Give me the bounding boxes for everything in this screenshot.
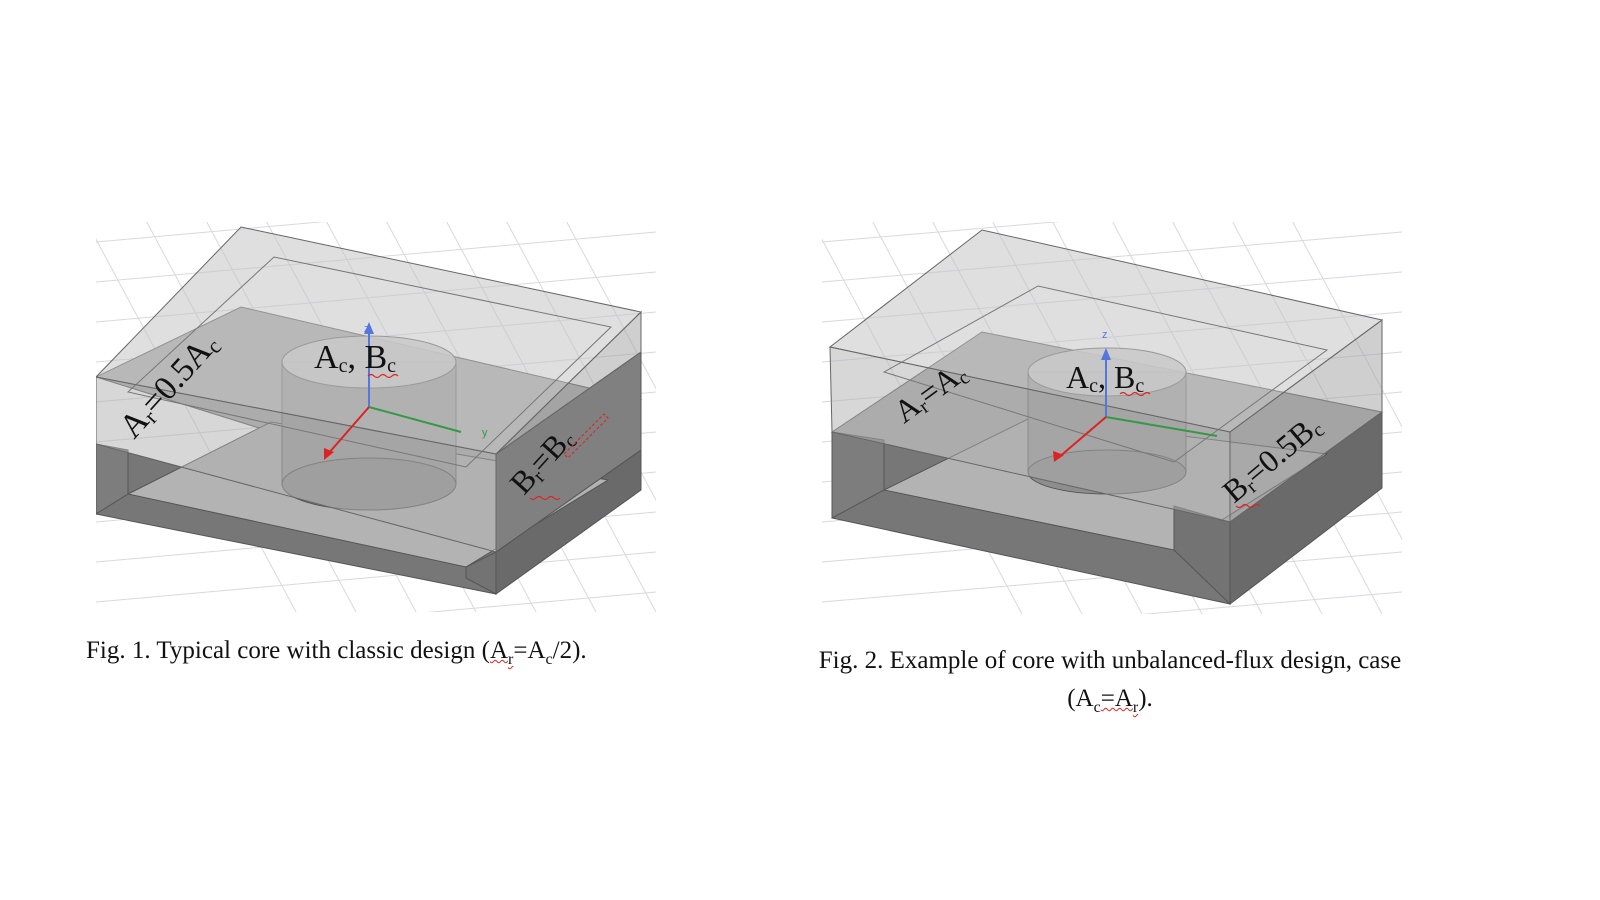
figure-1-caption: Fig. 1. Typical core with classic design… bbox=[86, 637, 587, 668]
figure-2-label-center: Ac, Bc bbox=[1066, 359, 1144, 397]
figure-2-core-render: z Ar=Ac Ac, Bc Br=0.5Bc bbox=[822, 222, 1402, 614]
figure-2-caption: Fig. 2. Example of core with unbalanced-… bbox=[770, 642, 1450, 727]
figure-2: z Ar=Ac Ac, Bc Br=0.5Bc bbox=[822, 222, 1402, 614]
figure-2-spellcheck-mark-2 bbox=[1235, 503, 1261, 509]
figure-2-caption-line-1: Fig. 2. Example of core with unbalanced-… bbox=[818, 647, 1402, 674]
figure-2-shell-side bbox=[1229, 319, 1383, 523]
figure-2-shell-inner bbox=[882, 285, 1329, 463]
figure-1-shell-front bbox=[96, 376, 497, 553]
figure-1-axis-z-label: z bbox=[364, 323, 370, 335]
figure-1-spellcheck-mark bbox=[367, 373, 399, 379]
figure-1: z y Ar=0.5Ac Ac, Bc Br=Bc bbox=[96, 222, 656, 612]
figure-1-label-center: Ac, Bc bbox=[314, 339, 396, 377]
figure-2-axis-z-label: z bbox=[1102, 329, 1108, 341]
figure-1-shell-inner bbox=[126, 256, 613, 468]
figure-1-axis-y-label: y bbox=[482, 427, 488, 439]
figure-2-spellcheck-mark bbox=[1119, 391, 1151, 397]
figure-1-spellcheck-mark-3 bbox=[563, 413, 609, 459]
figure-1-shell-side bbox=[495, 310, 642, 455]
figure-1-axes: z y bbox=[324, 322, 488, 460]
figure-1-core-render: z y Ar=0.5Ac Ac, Bc Br=Bc bbox=[96, 222, 656, 612]
figure-1-spellcheck-mark-2 bbox=[529, 495, 561, 501]
figure-2-axes: z bbox=[1053, 329, 1218, 462]
figure-1-right-leg bbox=[465, 551, 497, 595]
figure-2-caption-line-2: (Ac=Ar). bbox=[1067, 685, 1153, 716]
